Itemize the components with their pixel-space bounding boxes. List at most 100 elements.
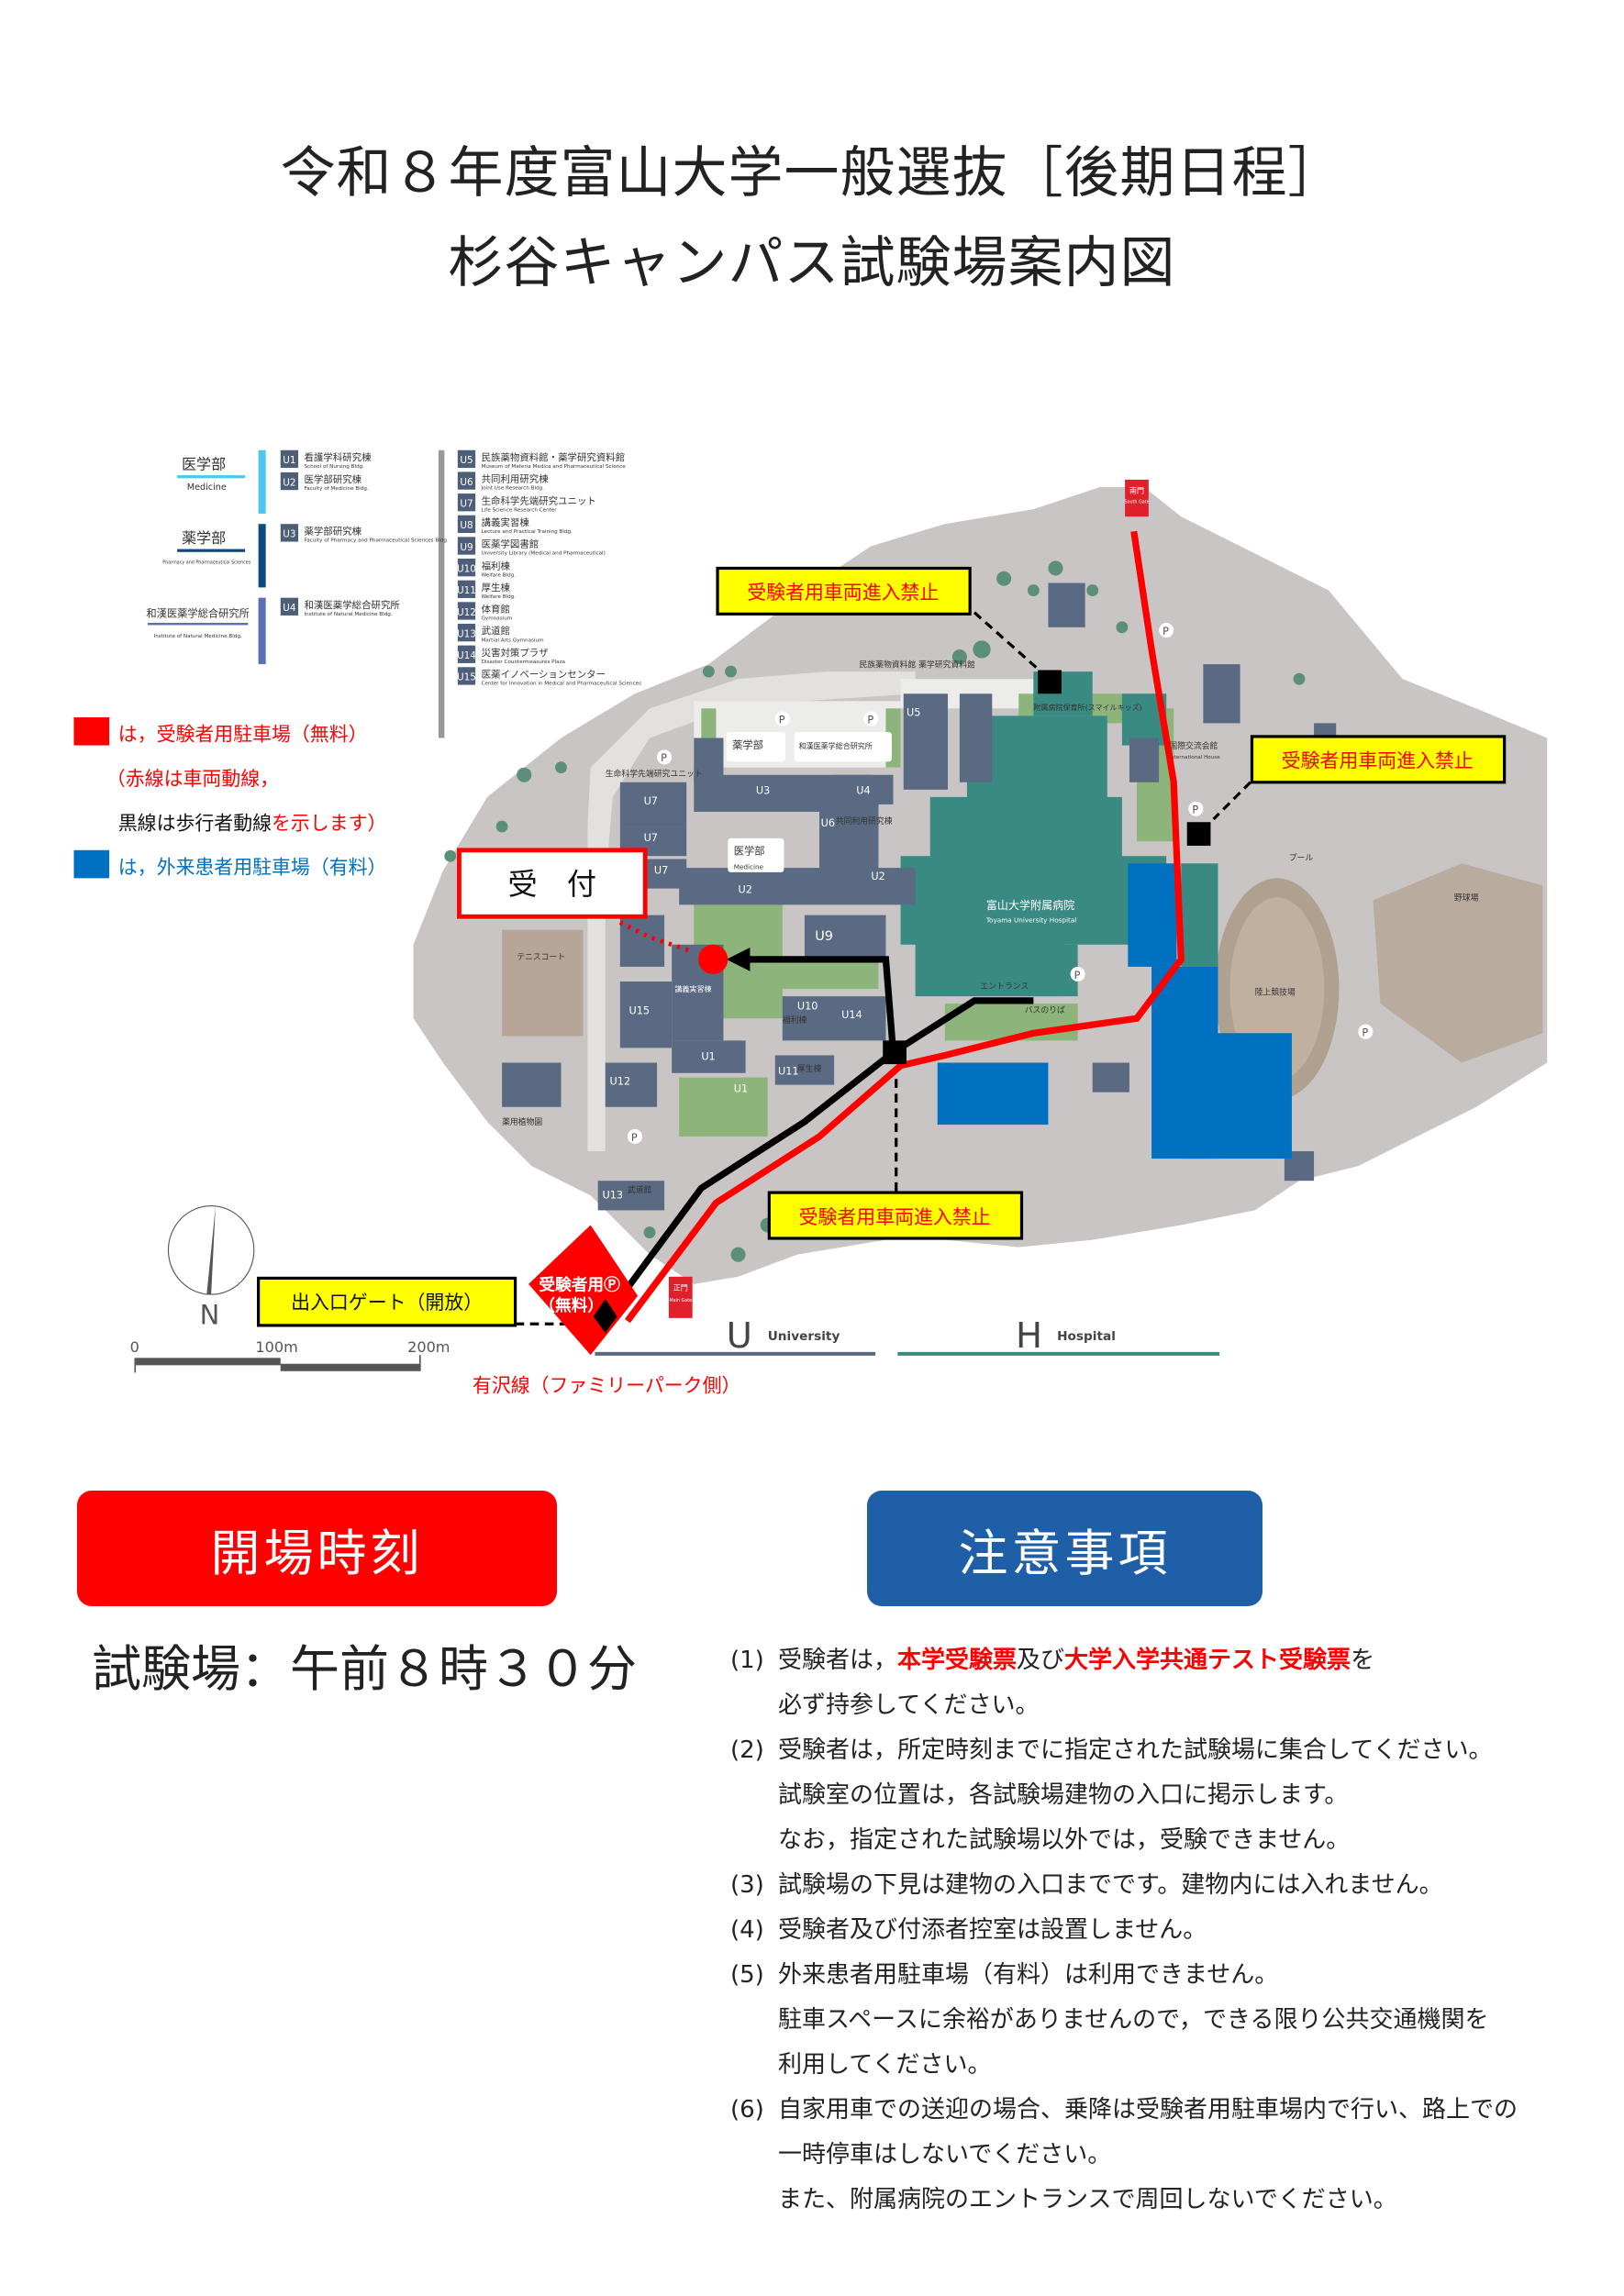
building-name-en: Institute of Natural Medicine Bldg. (304, 612, 392, 617)
svg-text:P: P (661, 752, 667, 764)
building-code-badge (457, 449, 476, 469)
dept-medicine: 医学部 (182, 456, 226, 473)
building-code-badge (457, 602, 476, 620)
svg-text:P: P (1074, 970, 1081, 982)
note-number: (3) (730, 1871, 764, 1899)
welfare2-label: 厚生棟 (797, 1063, 822, 1074)
note-item2: なお，指定された試験場以外では，受験できません。 (730, 1822, 1518, 1867)
main-gate-label: 正門 (673, 1283, 688, 1292)
label-u7b: U7 (644, 832, 658, 844)
building-name-ja: 医学部研究棟 (304, 473, 362, 485)
note-text: 外来患者用駐車場（有料）は利用できません。 (778, 1961, 1279, 1989)
south-gate-sign (1125, 479, 1149, 517)
label-u1: U1 (701, 1050, 715, 1062)
intl-house-label: 国際交流会館 (1169, 740, 1218, 751)
note-item6: 一時停車はしないでください。 (730, 2136, 1518, 2181)
label-u7: U7 (644, 795, 658, 807)
label-u7c: U7 (654, 865, 668, 877)
tennis-court (502, 929, 584, 1037)
building-code-badge (457, 494, 476, 512)
note-text: また、附属病院のエントランスで周回しないでください。 (778, 2186, 1397, 2213)
herb-garden-label: 薬用植物園 (502, 1116, 542, 1127)
building-code-badge (280, 471, 299, 491)
building-code: U13 (457, 628, 476, 639)
parking-gate-marker (593, 1298, 617, 1333)
building-code: U11 (457, 585, 476, 596)
note-item3: (3) 試験場の下見は建物の入口までです。建物内には入れません。 (730, 1867, 1518, 1912)
note-item6: (6)自家用車での送迎の場合、乗降は受験者用駐車場内で行い、路上での (730, 2091, 1518, 2136)
main-gate-label-en: Main Gate (670, 1298, 693, 1303)
exit-gate-sign: 出入口ゲート（開放） (257, 1276, 517, 1327)
key-u-letter: U (727, 1315, 752, 1357)
map-building-labels: U3 U4 U7 U7 U7 U2 U2 U6 U5 U9 U15 U10 U1… (603, 706, 1077, 1201)
building-code: U14 (457, 650, 476, 661)
building-code-badge (457, 537, 476, 555)
building-code-badge (457, 471, 476, 490)
page-title: 令和８年度富山大学一般選抜［後期日程］ (280, 141, 1344, 205)
exit-gate-label: 出入口ゲート（開放） (291, 1292, 483, 1314)
car-route (624, 530, 1185, 1324)
free-parking-label: 受験者用Ⓟ (539, 1274, 620, 1294)
highlight-common-test-ticket: 大学入学共通テスト受験票 (1064, 1647, 1351, 1674)
svg-text:P: P (867, 714, 873, 726)
building-name-ja: 民族薬物資料館・薬学研究資料館 (482, 451, 626, 463)
building-code: U10 (457, 563, 476, 574)
note-number: (4) (730, 1916, 764, 1944)
no-entry-pointers (515, 611, 1252, 1325)
note-text: 駐車スペースに余裕がありませんので，できる限り公共交通機関を (778, 2006, 1489, 2034)
map-key: U University H Hospital (595, 1315, 1220, 1357)
note-text: 自家用車での送迎の場合、乗降は受験者用駐車場内で行い、路上での (778, 2096, 1518, 2124)
no-entry-marker (883, 1040, 907, 1065)
track-label: 陸上競技場 (1255, 986, 1296, 997)
building-code: U9 (460, 542, 473, 553)
note-text: 利用してください。 (778, 2051, 992, 2079)
note-text: 試験室の位置は，各試験場建物の入口に掲示します。 (778, 1781, 1349, 1809)
no-entry-marker (1186, 822, 1211, 846)
note-item4: (4)受験者及び付添者控室は設置しません。 (730, 1912, 1518, 1957)
no-entry-sign: 受験者用車両進入禁止 (1250, 735, 1507, 784)
building-name-ja: 体育館 (482, 604, 510, 616)
label-u14: U14 (841, 1009, 862, 1021)
label-u1b: U1 (734, 1083, 748, 1095)
note-item2: (2)受験者は，所定時刻までに指定された試験場に集合してください。 (730, 1732, 1518, 1777)
museum-label: 民族薬物資料館 薬学研究資料館 (859, 659, 975, 670)
building-name-en: Welfare Bldg. (482, 572, 517, 578)
university-buildings (502, 582, 1337, 1211)
medicine-label: 医学部 (734, 845, 765, 858)
note-item5: 利用してください。 (730, 2046, 1518, 2091)
reception-label: 受 付 (508, 867, 597, 902)
building-name-ja: 医薬イノベーションセンター (482, 670, 606, 681)
building-name-ja: 薬学部研究棟 (304, 525, 362, 537)
building-name-en: School of Nursing Bldg. (304, 464, 364, 470)
label-u3: U3 (756, 785, 770, 797)
building-name-ja: 武道館 (482, 625, 510, 637)
nursery-label: 附属病院保育所(スマイルキッズ) (1033, 703, 1141, 712)
natural-med-label: 和漢医薬学総合研究所 (799, 741, 873, 750)
car-line-legend: （赤線は車両動線， (106, 768, 279, 790)
tennis-label: テニスコート (517, 952, 565, 962)
patient-parking-areas (937, 863, 1292, 1159)
building-code-badge (457, 645, 476, 663)
bus-stop-label: バスのりば (1025, 1005, 1065, 1015)
note-text: 試験場の下見は建物の入口までです。建物内には入れません。 (778, 1871, 1443, 1899)
map-place-labels: 薬学部 和漢医薬学総合研究所 医学部 Medicine 生命科学先端研究ユニット… (502, 659, 1478, 1195)
page-subtitle: 杉谷キャンパス試験場案内図 (448, 231, 1176, 295)
building-name-en: Museum of Materia Medica and Pharmaceuti… (482, 464, 627, 470)
building-name-en: Center for Innovation in Medical and Pha… (482, 682, 642, 687)
joint-use-label: 共同利用研究棟 (836, 815, 893, 826)
parking-markers: P P P P P P P P (627, 623, 1374, 1144)
svg-text:0: 0 (130, 1338, 139, 1356)
label-u13: U13 (603, 1190, 624, 1202)
label-u12: U12 (610, 1076, 631, 1088)
compass-north-label: N (200, 1299, 220, 1330)
label-u2b: U2 (871, 871, 884, 882)
dept-medicine-en: Medicine (187, 482, 227, 493)
building-name-ja: 共同利用研究棟 (482, 473, 550, 485)
no-entry-sign: 受験者用車両進入禁止 (716, 566, 972, 616)
notes-heading: 注意事項 (867, 1491, 1262, 1606)
free-parking-label-2: （無料） (539, 1295, 604, 1315)
building-name-ja: 災害対策プラザ (482, 647, 549, 659)
main-gate-sign (668, 1276, 693, 1318)
note-text: 受験者は，所定時刻までに指定された試験場に集合してください。 (778, 1736, 1493, 1764)
